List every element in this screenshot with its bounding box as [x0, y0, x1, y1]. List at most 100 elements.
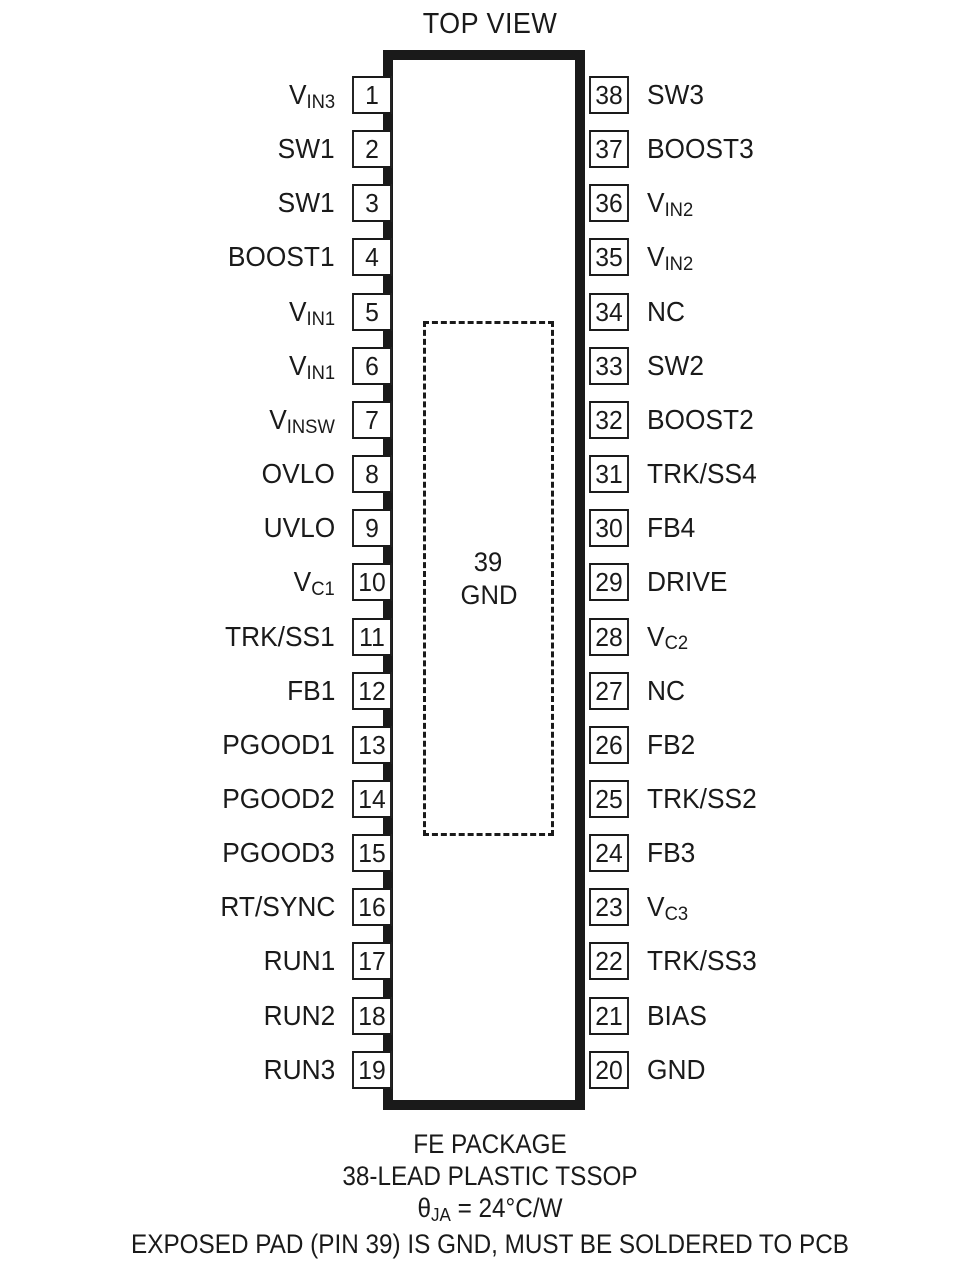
pin-label-18: RUN2	[263, 999, 335, 1031]
pin-number-6: 6	[352, 346, 392, 385]
pin-number-33: 33	[589, 346, 629, 385]
pin-row-8: OVLO 8	[0, 455, 393, 494]
caption-package-name: FE PACKAGE	[413, 1129, 567, 1159]
pin-label-17: RUN1	[263, 947, 335, 975]
pin-number-3: 3	[352, 184, 392, 223]
pin-label-base: DRIVE	[647, 566, 728, 598]
pin-label-28: VC2	[647, 622, 689, 655]
pin-label-base: TRK/SS4	[647, 458, 757, 490]
package-caption-primary: FE PACKAGE 38-LEAD PLASTIC TSSOP	[0, 1128, 980, 1192]
pin-row-6: VIN1 6	[0, 346, 393, 385]
pin-number-5: 5	[352, 292, 392, 331]
pin-number-32: 32	[589, 400, 629, 439]
exposed-pad-number: 39	[474, 546, 503, 577]
pin-label-5: VIN1	[289, 297, 335, 328]
pin-number-18: 18	[352, 996, 392, 1035]
pin-row-35: 35 VIN2	[585, 238, 980, 277]
pin-row-30: 30 FB4	[585, 509, 980, 548]
pin-label-20: GND	[647, 1053, 706, 1085]
exposed-pad-name: GND	[460, 579, 517, 610]
pin-label-base: BOOST1	[228, 241, 335, 273]
pin-label-base: RT/SYNC	[219, 891, 335, 923]
top-view-title: TOP VIEW	[422, 8, 558, 40]
pin-label-24: FB3	[647, 839, 695, 867]
pin-number-38: 38	[589, 76, 629, 114]
pin-number-37: 37	[589, 130, 629, 169]
pin-label-34: NC	[647, 295, 686, 327]
pin-row-32: 32 BOOST2	[585, 400, 980, 439]
pin-label-base: TRK/SS1	[225, 620, 335, 652]
pin-label-subscript: C1	[311, 578, 335, 601]
pin-label-23: VC3	[647, 893, 688, 924]
pin-label-37: BOOST3	[647, 135, 754, 163]
pin-number-10: 10	[352, 563, 392, 602]
pin-row-28: 28 VC2	[585, 617, 980, 656]
pin-label-base: BIAS	[647, 999, 707, 1031]
pin-number-8: 8	[352, 455, 392, 494]
pin-label-2: SW1	[278, 135, 335, 163]
package-caption-secondary: θJA = 24°C/W EXPOSED PAD (PIN 39) IS GND…	[0, 1192, 980, 1260]
exposed-pad-region: 39 GND	[423, 321, 554, 836]
pin-label-14: PGOOD2	[222, 782, 335, 814]
pin-number-17: 17	[352, 942, 392, 981]
pin-row-37: 37 BOOST3	[585, 130, 980, 169]
pin-label-35: VIN2	[647, 241, 693, 274]
pin-label-base: V	[288, 349, 307, 381]
pin-label-subscript: C2	[664, 632, 689, 655]
pin-number-30: 30	[589, 509, 629, 548]
pin-label-base: FB1	[286, 674, 335, 706]
pin-number-1: 1	[352, 76, 392, 114]
pin-label-subscript: IN1	[306, 307, 335, 330]
pin-number-31: 31	[589, 455, 629, 494]
pin-label-base: NC	[647, 674, 686, 706]
pin-number-11: 11	[352, 617, 392, 656]
pin-number-28: 28	[589, 617, 629, 656]
pin-label-base: V	[647, 187, 665, 219]
pin-label-base: V	[647, 241, 665, 273]
pin-label-base: PGOOD2	[222, 782, 335, 814]
pin-label-6: VIN1	[288, 349, 335, 382]
pin-label-base: V	[269, 403, 287, 435]
pin-label-base: NC	[647, 295, 686, 327]
pin-label-base: SW2	[647, 349, 705, 381]
pin-label-base: UVLO	[263, 512, 335, 544]
pin-label-8: OVLO	[262, 460, 335, 488]
pin-label-4: BOOST1	[228, 243, 335, 271]
pin-label-base: FB4	[647, 512, 696, 544]
pin-number-35: 35	[589, 238, 629, 277]
pin-label-subscript: IN1	[306, 361, 335, 384]
pin-label-base: RUN2	[263, 999, 335, 1031]
pin-label-38: SW3	[647, 81, 704, 109]
pin-number-23: 23	[589, 888, 629, 927]
pin-number-15: 15	[352, 834, 392, 873]
pin-label-base: RUN1	[263, 945, 335, 977]
pin-label-31: TRK/SS4	[647, 460, 757, 488]
pin-label-36: VIN2	[647, 187, 693, 220]
pin-label-base: GND	[647, 1053, 706, 1085]
pin-label-subscript: IN2	[664, 199, 694, 222]
pin-row-11: TRK/SS1 11	[0, 617, 393, 656]
pin-label-base: BOOST2	[647, 403, 754, 435]
pin-label-base: SW3	[647, 79, 705, 110]
pin-label-13: PGOOD1	[222, 728, 335, 760]
pin-row-23: 23 VC3	[585, 888, 980, 927]
pin-label-30: FB4	[647, 514, 695, 542]
pin-label-base: PGOOD1	[222, 728, 335, 760]
pin-number-2: 2	[352, 130, 392, 169]
